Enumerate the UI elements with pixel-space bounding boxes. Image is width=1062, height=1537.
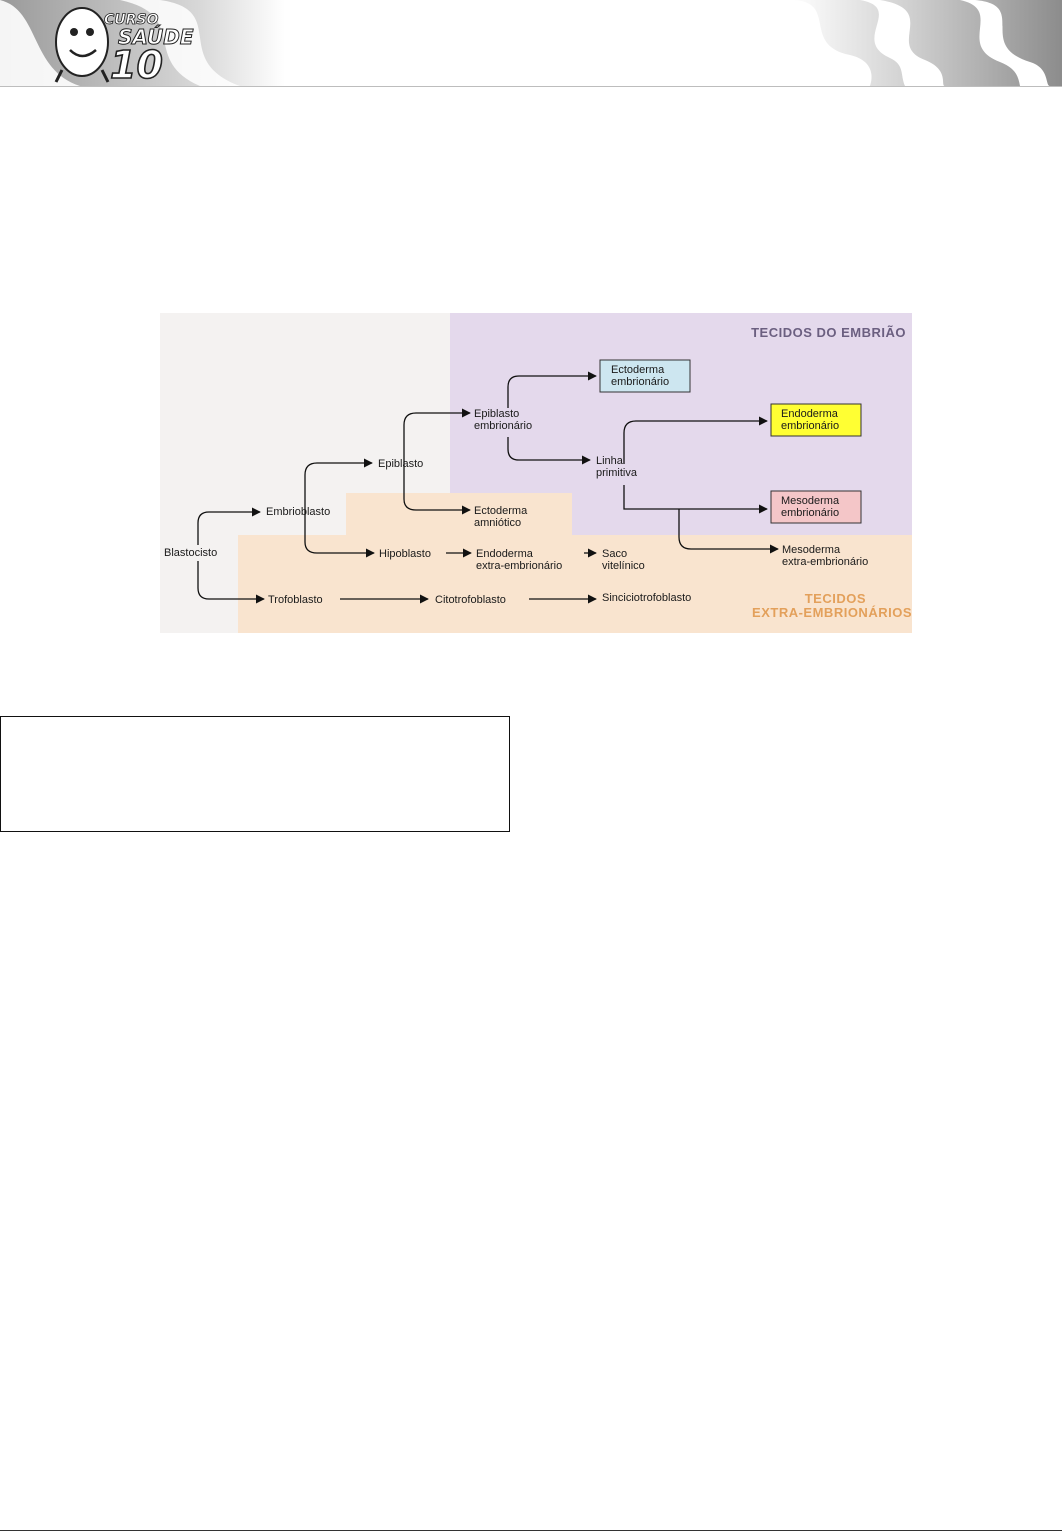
s-swoosh-3 (960, 0, 1050, 86)
arrow-epiblasto-ectoderma-amn (403, 473, 471, 515)
node-ectoderma-amniotico-2: amniótico (474, 517, 521, 529)
node-endoderma-embrionario-2: embrionário (781, 420, 839, 432)
mesoderm-embryonic-box (770, 490, 862, 524)
node-epiblasto: Epiblasto (378, 458, 423, 470)
endoderm-embryonic-box (770, 403, 862, 437)
arrow-epiblasto-linha (507, 437, 591, 465)
node-ectoderma-embrionario-1: Ectoderma (611, 364, 665, 376)
node-ectoderma-embrionario-2: embrionário (611, 376, 669, 388)
node-mesoderma-extra-1: Mesoderma (782, 544, 841, 556)
left-swoosh (0, 0, 80, 86)
node-endoderma-embrionario-1: Endoderma (781, 408, 839, 420)
node-sinciciotrofoblasto: Sinciciotrofoblasto (602, 592, 691, 604)
footer-rule (0, 1530, 1062, 1531)
node-saco-vitelinico-2: vitelínico (602, 560, 645, 572)
embryo-region-bg (450, 313, 912, 535)
extra-embryo-region-bg (238, 493, 912, 633)
node-blastocisto: Blastocisto (164, 547, 217, 559)
arrow-epiblasto-ectoderma-emb (507, 371, 597, 408)
node-mesoderma-embrionario-2: embrionário (781, 507, 839, 519)
empty-text-box (0, 716, 510, 832)
ectoderm-embryonic-box (599, 359, 691, 393)
arrow-linha-mesoderma-extra (678, 509, 779, 554)
s-swoosh-1 (790, 0, 872, 86)
node-saco-vitelinico-1: Saco (602, 548, 627, 560)
arrow-linha-mesoderma (623, 485, 768, 514)
node-linha-primitiva-2: primitiva (596, 467, 638, 479)
page-header: CURSO SAÚDE 10 (0, 0, 1062, 86)
logo-text-curso: CURSO (104, 12, 159, 28)
embryo-tissue-flow-diagram: TECIDOS DO EMBRIÃO TECIDOS EXTRA-EMBRION… (160, 313, 912, 633)
node-hipoblasto: Hipoblasto (379, 548, 431, 560)
node-ectoderma-amniotico-1: Ectoderma (474, 505, 528, 517)
connectors (197, 371, 779, 604)
arrow-blastocisto-embrioblasto (197, 507, 261, 545)
node-endoderma-extra-2: extra-embrionário (476, 560, 562, 572)
extra-region-title-2: EXTRA-EMBRIONÁRIOS (752, 605, 912, 620)
node-mesoderma-extra-2: extra-embrionário (782, 556, 868, 568)
left-swoosh-2 (120, 0, 240, 86)
node-endoderma-extra-1: Endoderma (476, 548, 534, 560)
arrow-epiblasto-epiblasto-emb (403, 408, 471, 473)
arrow-embrioblasto-epiblasto (304, 458, 373, 520)
node-mesoderma-embrionario-1: Mesoderma (781, 495, 840, 507)
node-epiblasto-embrionario-1: Epiblasto (474, 408, 519, 420)
node-linha-primitiva-1: Linha (596, 455, 624, 467)
s-swoosh-2 (860, 0, 945, 86)
arrow-embrioblasto-hipoblasto (304, 520, 375, 558)
node-trofoblasto: Trofoblasto (268, 594, 323, 606)
extra-region-title-1: TECIDOS (805, 591, 866, 606)
logo (54, 7, 110, 83)
header-banner: CURSO SAÚDE 10 (0, 0, 1062, 86)
node-embrioblasto: Embrioblasto (266, 506, 330, 518)
node-epiblasto-embrionario-2: embrionário (474, 420, 532, 432)
arrow-blastocisto-trofoblasto (197, 561, 265, 604)
logo-text-saude: SAÚDE (118, 25, 194, 49)
arrow-linha-endoderma (623, 416, 768, 464)
logo-text-number: 10 (110, 43, 163, 86)
diagram-canvas: TECIDOS DO EMBRIÃO TECIDOS EXTRA-EMBRION… (160, 313, 912, 633)
node-citotrofoblasto: Citotrofoblasto (435, 594, 506, 606)
embryo-region-title: TECIDOS DO EMBRIÃO (751, 325, 906, 340)
header-rule (0, 86, 1062, 87)
